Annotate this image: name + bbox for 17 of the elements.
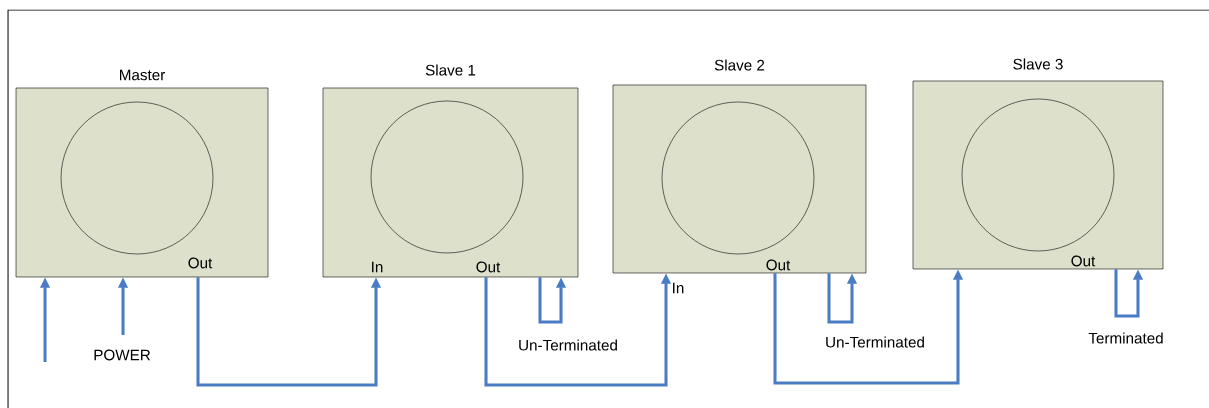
device-box: Slave 1 In Out	[322, 64, 579, 278]
node-label: Slave 3	[1013, 58, 1063, 70]
node-label: Master	[119, 69, 166, 81]
edge-label: Un-Terminated	[823, 335, 927, 349]
dial-circle	[661, 101, 815, 255]
device-box: Slave 3 Out	[912, 58, 1164, 270]
dial-circle	[60, 101, 214, 255]
edge-label: Un-Terminated	[516, 338, 620, 352]
node-label: Slave 2	[714, 59, 765, 71]
dial-circle	[370, 100, 524, 254]
power-label: POWER	[94, 349, 151, 361]
device-box: Master Out	[15, 69, 269, 278]
device-box: Slave 2 In Out	[612, 59, 867, 294]
edge-label: Terminated	[1087, 331, 1165, 345]
node-label: In	[673, 282, 684, 294]
dial-circle	[961, 98, 1115, 252]
node-label: Slave 1	[425, 64, 476, 76]
